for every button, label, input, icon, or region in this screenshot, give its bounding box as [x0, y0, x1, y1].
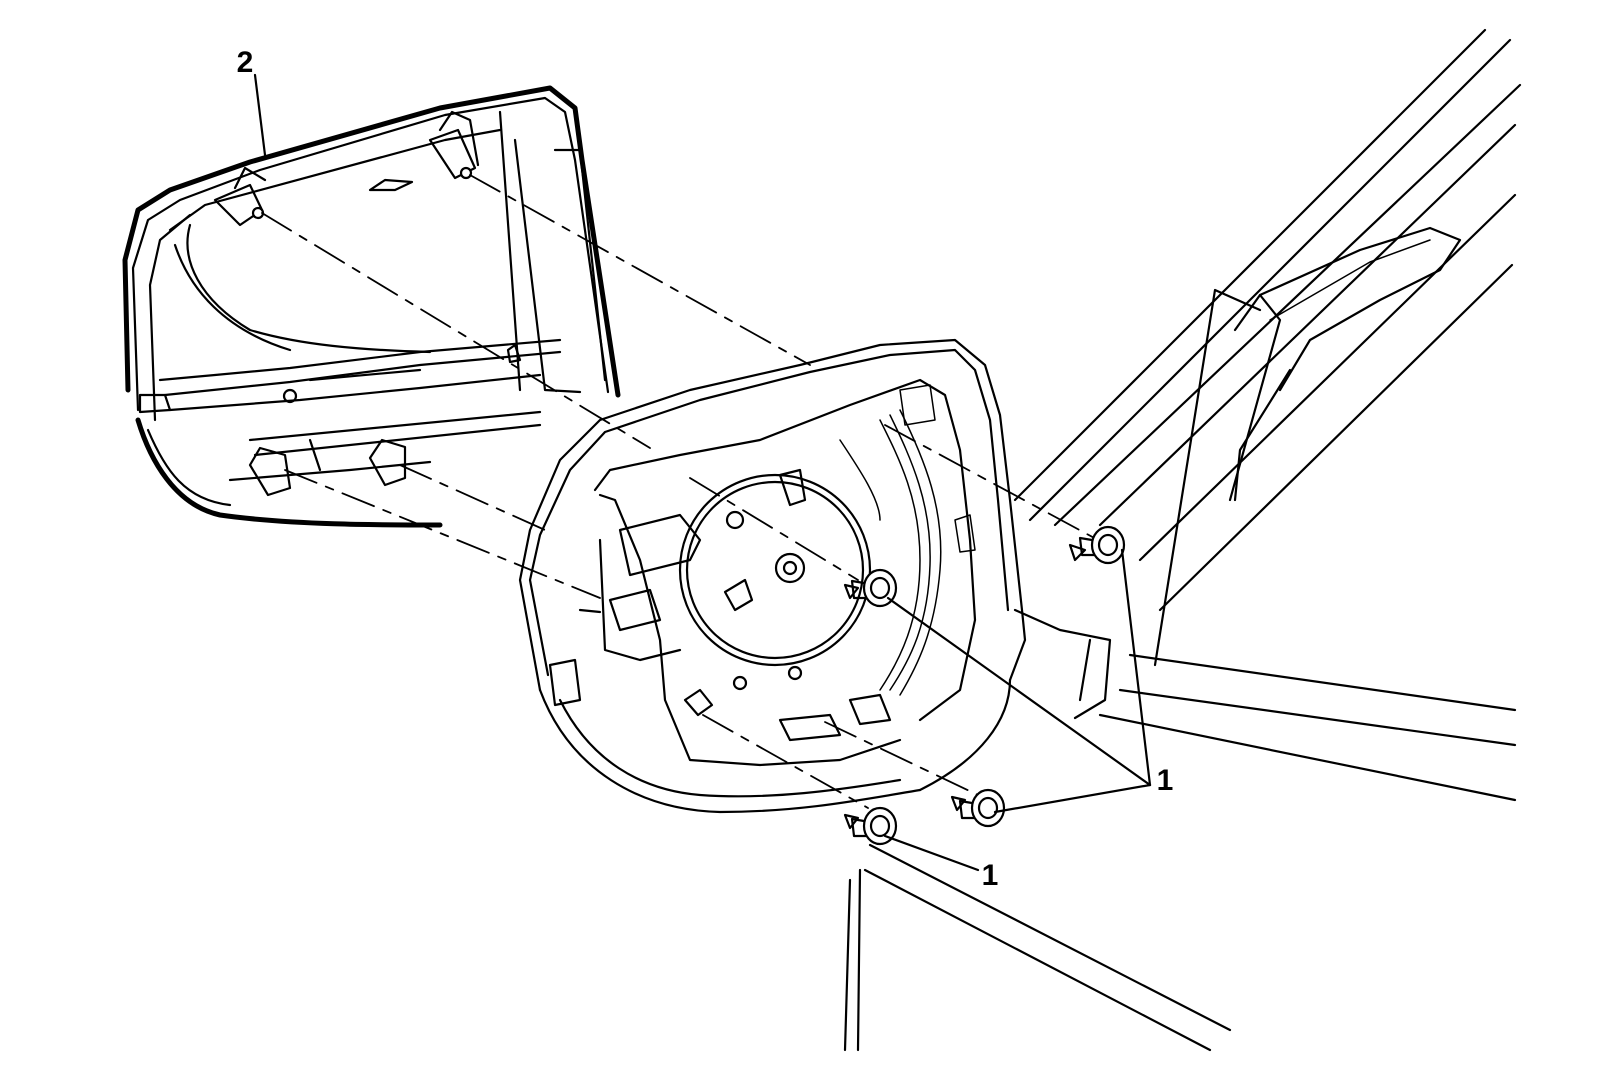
screw [1068, 525, 1126, 565]
assembly-guide-lines [261, 174, 1099, 809]
leader-lines [253, 73, 1152, 872]
screw [843, 806, 898, 846]
callout-label-2: 2 [237, 46, 254, 79]
screw [950, 788, 1006, 828]
vehicle-door-frame [843, 28, 1522, 1052]
callout-label-1-group: 1 [1157, 764, 1174, 797]
mirror-housing [518, 338, 1027, 814]
mirror-cover [122, 85, 621, 528]
screw [843, 568, 898, 608]
callout-label-1-single: 1 [982, 859, 999, 892]
